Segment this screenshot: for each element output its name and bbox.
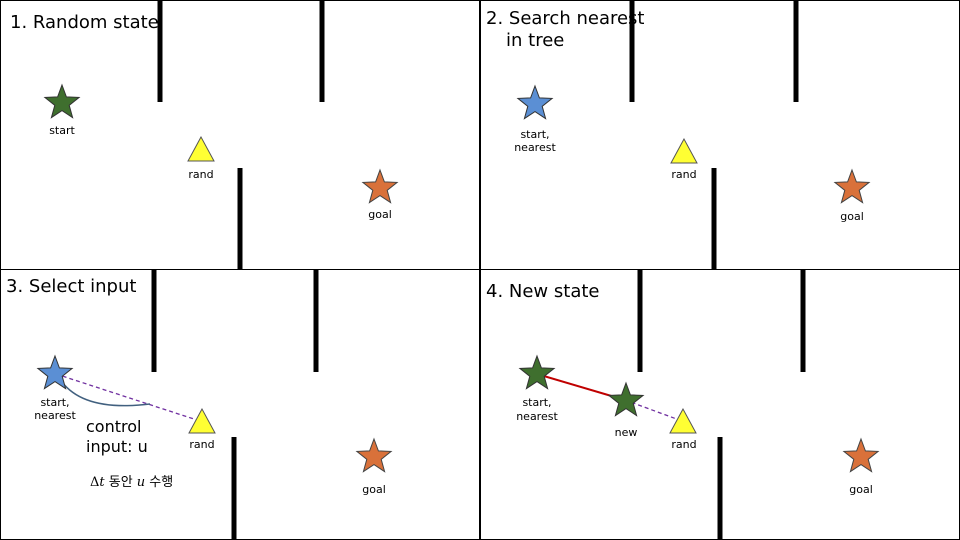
- panel-4-frame: [480, 269, 960, 540]
- start-star: [518, 354, 556, 390]
- rand-label: rand: [671, 438, 696, 451]
- rand-triangle: [187, 135, 215, 162]
- panel-2-title-line-2: in tree: [506, 30, 564, 51]
- panel-2: 2. Search nearest in tree start, nearest…: [486, 0, 871, 270]
- rand-label: rand: [188, 168, 213, 181]
- dashed-connector: [55, 373, 201, 422]
- goal-label: goal: [362, 483, 386, 496]
- nearest-star: [36, 354, 74, 390]
- goal-label: goal: [849, 483, 873, 496]
- control-input-label-line-2: input: u: [86, 437, 148, 456]
- panel-1: 1. Random state start rand goal: [10, 0, 399, 270]
- panel-1-title: 1. Random state: [10, 12, 159, 33]
- panel-3-title: 3. Select input: [6, 276, 136, 297]
- nearest-label: nearest: [516, 410, 558, 423]
- goal-label: goal: [840, 210, 864, 223]
- panel-4: 4. New state start, nearest new rand goa…: [486, 270, 880, 540]
- start-label: start,: [520, 128, 549, 141]
- goal-star: [833, 168, 871, 204]
- goal-label: goal: [368, 208, 392, 221]
- dashed-connector: [624, 399, 683, 422]
- start-star: [43, 83, 81, 119]
- start-label: start: [49, 124, 75, 137]
- new-node-star: [607, 381, 645, 417]
- control-input-label: control: [86, 417, 141, 436]
- goal-star: [355, 437, 393, 473]
- panel-4-title: 4. New state: [486, 281, 599, 302]
- panel-3: 3. Select input start, nearest rand cont…: [6, 270, 393, 540]
- panel-2-frame: [480, 0, 960, 270]
- goal-star: [842, 437, 880, 473]
- delta-t-note: Δ𝑡 동안 𝑢 수행: [90, 474, 173, 490]
- start-label: start,: [40, 396, 69, 409]
- nearest-label: nearest: [34, 409, 76, 422]
- rand-triangle: [188, 407, 216, 434]
- rand-label: rand: [189, 438, 214, 451]
- new-label: new: [615, 426, 638, 439]
- control-arc: [61, 381, 151, 407]
- nearest-star: [516, 84, 554, 120]
- rand-triangle: [669, 407, 697, 434]
- panel-3-frame: [0, 269, 480, 540]
- start-label: start,: [522, 396, 551, 409]
- nearest-label: nearest: [514, 141, 556, 154]
- panel-2-title: 2. Search nearest: [486, 8, 644, 29]
- goal-star: [361, 168, 399, 204]
- rand-label: rand: [671, 168, 696, 181]
- rand-triangle: [670, 137, 698, 164]
